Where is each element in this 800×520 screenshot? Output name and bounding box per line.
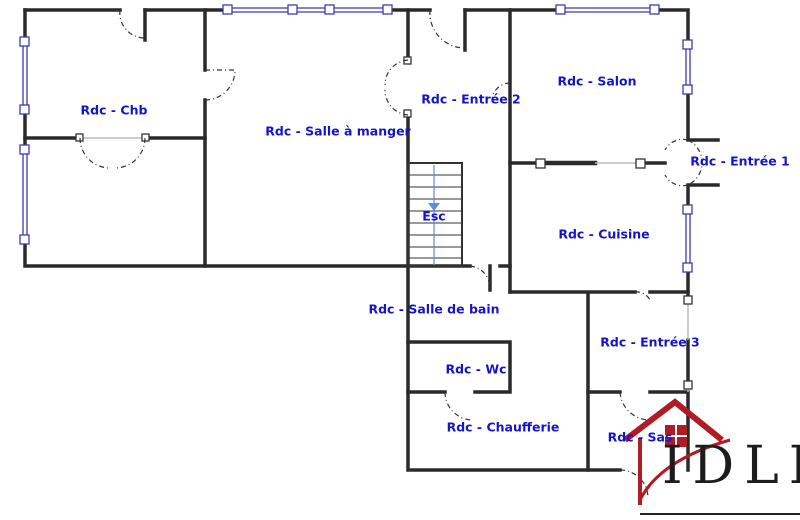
room-label-salle-de-bain: Rdc - Salle de bain: [368, 301, 500, 317]
logo-text: IDLR: [662, 436, 800, 496]
room-label-esc: Esc: [422, 208, 446, 224]
room-label-salle-a-manger: Rdc - Salle à manger: [265, 123, 411, 139]
room-label-wc: Rdc - Wc: [445, 361, 507, 377]
room-label-salon: Rdc - Salon: [557, 73, 637, 89]
room-label-chb: Rdc - Chb: [80, 102, 148, 118]
room-label-sas: Rdc - Sas: [607, 429, 673, 445]
stair-arrow-icon: [428, 203, 440, 211]
windows: [19, 4, 693, 390]
room-label-entree-2: Rdc - Entrée 2: [421, 91, 521, 107]
logo-graphic: [623, 398, 800, 515]
room-label-entree-1: Rdc - Entrée 1: [690, 153, 790, 169]
room-label-cuisine: Rdc - Cuisine: [558, 226, 650, 242]
room-label-entree-3: Rdc - Entrée 3: [600, 334, 700, 350]
glass-partitions: [80, 137, 689, 392]
staircase: [407, 162, 463, 267]
door-swings: [79, 9, 703, 499]
room-label-chaufferie: Rdc - Chaufferie: [446, 419, 560, 435]
